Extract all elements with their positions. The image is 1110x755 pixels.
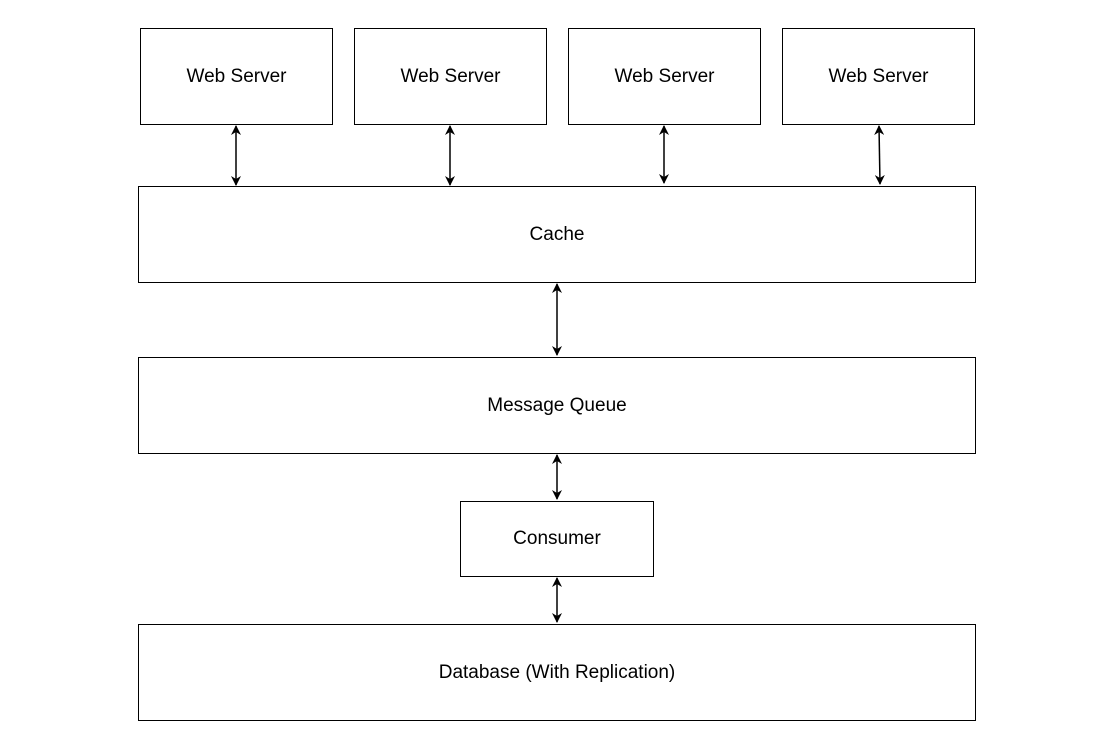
cache-node: Cache	[138, 186, 976, 283]
database-node: Database (With Replication)	[138, 624, 976, 721]
consumer-label: Consumer	[513, 528, 601, 549]
web-server-label: Web Server	[828, 65, 929, 87]
web-server-node-1: Web Server	[140, 28, 333, 125]
web-server-label: Web Server	[400, 65, 501, 87]
cache-label: Cache	[529, 223, 585, 245]
web-server-label: Web Server	[186, 65, 287, 87]
web-server-node-3: Web Server	[568, 28, 761, 125]
web-server-node-4: Web Server	[782, 28, 975, 125]
connector-webserver-4-cache	[874, 125, 885, 185]
message-queue-label: Message Queue	[487, 394, 627, 416]
web-server-label: Web Server	[614, 65, 715, 87]
database-label: Database (With Replication)	[438, 661, 676, 683]
consumer-node: Consumer	[460, 501, 654, 577]
web-server-node-2: Web Server	[354, 28, 547, 125]
message-queue-node: Message Queue	[138, 357, 976, 454]
